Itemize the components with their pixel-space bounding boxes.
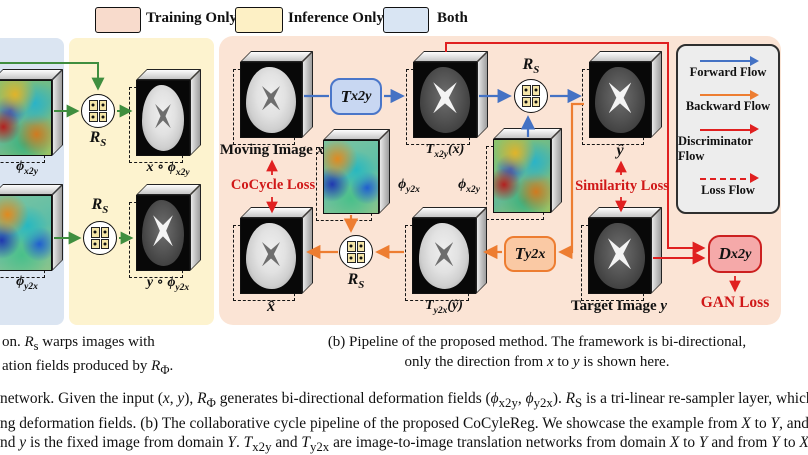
deformation-field-image (324, 141, 378, 213)
legend-discriminator-flow: Discriminator Flow (678, 124, 778, 164)
moving-image-x-label: Moving Image x (219, 142, 325, 158)
loss-flow-arrow-icon (700, 173, 759, 184)
forward-flow-arrow-icon (699, 55, 759, 66)
x-hat-volume (233, 207, 313, 301)
brain-image (414, 63, 476, 137)
resampler-label: RS (89, 129, 107, 150)
description-line: network. Given the input (x, y), RΦ gene… (0, 390, 808, 411)
caption-b-line2: only the direction from x to y is shown … (404, 354, 670, 370)
brain-image (241, 219, 301, 293)
caption-a-line2: ation fields produced by RΦ. (2, 358, 174, 377)
inference-only-label: Inference Only (288, 10, 384, 26)
figure-description: network. Given the input (x, y), RΦ gene… (0, 389, 808, 455)
resampler-label: RS (347, 271, 365, 292)
phi-y2x-label: ϕy2x (398, 177, 420, 195)
resampler-label: RS (522, 56, 540, 77)
phi-y2x-field-volume (0, 184, 63, 278)
discriminator-flow-arrow-icon (700, 124, 759, 135)
gan-loss-label: GAN Loss (700, 294, 770, 311)
inference-only-swatch (235, 7, 283, 33)
brain-image (413, 219, 475, 293)
moving-image-x-volume (233, 51, 313, 145)
backward-flow-arrow-icon (700, 89, 759, 100)
resampler-icon (83, 221, 117, 255)
training-only-swatch (95, 7, 141, 33)
deformation-field-image (0, 196, 51, 270)
resampler-icon (81, 94, 115, 128)
phi-x2y-label: ϕx2y (16, 159, 38, 177)
description-line: ng deformation fields. (b) The collabora… (0, 414, 808, 432)
legend-forward-flow: Forward Flow (690, 55, 766, 80)
phi-x2y-field-volume (486, 128, 562, 220)
brain-image (589, 219, 650, 293)
deformation-field-image (0, 81, 51, 155)
warped-y-label: y ∘ ϕy2x (146, 275, 190, 293)
warped-x-volume (129, 69, 201, 163)
warped-x-label: x ∘ ϕx2y (146, 160, 190, 178)
flow-legend: Forward Flow Backward Flow Discriminator… (676, 44, 780, 214)
both-swatch (383, 7, 429, 33)
brain-image (590, 63, 650, 137)
phi-y2x-field-volume (316, 129, 390, 221)
resampler-label: RS (91, 196, 109, 217)
brain-image (241, 63, 301, 137)
resampler-icon (339, 235, 373, 269)
cocycle-loss-label: CoCycle Loss (230, 177, 316, 193)
phi-y2x-label: ϕy2x (16, 274, 38, 292)
legend-backward-flow: Backward Flow (686, 89, 770, 114)
back-translated-y-hat-label: Ty2x(ŷ) (425, 298, 463, 316)
deformation-field-image (494, 140, 550, 212)
both-label: Both (437, 10, 468, 26)
warped-y-volume (129, 184, 201, 278)
phi-x2y-field-volume (0, 69, 63, 163)
brain-image (137, 81, 189, 155)
target-image-y-volume (581, 207, 662, 301)
x-hat-label: x̂ (267, 298, 275, 315)
training-only-label: Training Only (146, 10, 237, 26)
description-line: nd y is the fixed image from domain Y. T… (0, 434, 808, 455)
brain-image (137, 196, 189, 270)
translated-x-label: Tx2y(x) (425, 142, 465, 160)
phi-x2y-label: ϕx2y (458, 177, 480, 195)
resampler-icon (514, 79, 548, 113)
caption-b: (b) Pipeline of the proposed method. The… (283, 332, 791, 372)
caption-a-line1: on. Rs warps images with (2, 334, 155, 353)
y-hat-label: ŷ (616, 142, 624, 159)
back-translated-y-hat-volume (405, 207, 487, 301)
similarity-loss-label: Similarity Loss (575, 178, 669, 194)
translated-x-volume (406, 51, 488, 145)
y-hat-volume (582, 51, 662, 145)
legend-loss-flow: Loss Flow (700, 173, 759, 198)
caption-b-line1: (b) Pipeline of the proposed method. The… (327, 334, 747, 350)
target-image-y-label: Target Image y (570, 298, 668, 314)
caption-a: on. Rs warps images with ation fields pr… (2, 332, 232, 380)
